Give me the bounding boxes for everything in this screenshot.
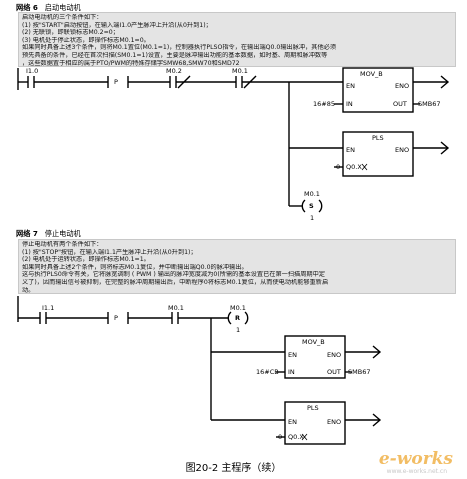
mov-en: EN (346, 82, 355, 90)
network7-header: 网络 7 停止电动机 (16, 229, 81, 239)
contact-m0-1: M0.1 (232, 67, 248, 75)
contact-m0-2: M0.2 (166, 67, 182, 75)
comment-line: 预先具备的条件，已经在首次扫描(SM0.1=1)设置，主要是脉冲输出功能的基本数… (22, 51, 328, 59)
coil-s-count: 1 (310, 214, 315, 222)
comment-line: (1) 按"START"启动按钮，在输入端I1.0产生脉冲上升沿(从0升到1)； (22, 21, 212, 29)
mov-in: IN (346, 100, 353, 108)
pls-q-2: Q0.X (288, 433, 304, 441)
comment-line: 义了)，因而输出信号被抑制，在完整的脉冲周期输出后，中断程序0将标志M0.1复位… (22, 278, 329, 286)
comment-line: (1) 按"STOP"按钮，在输入端I1.1产生脉冲上升沿(从0升到1)； (22, 248, 197, 256)
coil-r-type: R (235, 314, 241, 322)
comment-line: ，这些数据置于相应的属于PTO/PWM的特殊存储字SMW68,SMW70和SMD… (22, 59, 240, 67)
pls-box-name-2: PLS (307, 404, 319, 412)
contact-p-edge: P (114, 78, 118, 86)
e-works-watermark: e-works (378, 449, 453, 469)
network6-title: 启动电动机 (44, 3, 81, 12)
comment-line: 动。 (22, 286, 35, 294)
network6-label: 网络 6 (16, 3, 38, 12)
mov-in-value: 16#85 (313, 100, 335, 108)
coil-s-type: S (309, 202, 314, 210)
pls-en-2: EN (288, 418, 297, 426)
mov-in-2: IN (288, 368, 295, 376)
contact-p-edge-2: P (114, 314, 118, 322)
mov-out-2: OUT (327, 368, 341, 376)
pls-en: EN (346, 146, 355, 154)
coil-s-address: M0.1 (304, 190, 320, 198)
comment-line: (2) 电机处于运转状态，即操作标志M0.1=1。 (22, 256, 150, 264)
contact-i1-1: I1.1 (42, 304, 55, 312)
watermark-url: www.e-works.net.cn (386, 468, 447, 475)
mov-eno-2: ENO (327, 351, 342, 359)
pls-q-value: 0 (336, 163, 341, 171)
comment-line: (2) 无联锁，即联锁标志M0.2=0； (22, 29, 119, 37)
pls-eno-2: ENO (327, 418, 342, 426)
network6-comment: 启动电动机的三个条件如下： (1) 按"START"启动按钮，在输入端I1.0产… (18, 12, 456, 67)
mov-out-value-2: SMB67 (348, 368, 371, 376)
mov-box-name: MOV_B (360, 70, 383, 78)
contact-i1-0: I1.0 (26, 67, 39, 75)
comment-line: 停止电动机有两个条件如下： (22, 241, 103, 248)
network6-header: 网络 6 启动电动机 (16, 3, 81, 13)
network7-comment: 停止电动机有两个条件如下： (1) 按"STOP"按钮，在输入端I1.1产生脉冲… (18, 239, 456, 294)
network7-label: 网络 7 (16, 229, 38, 238)
mov-box-name-2: MOV_B (302, 338, 325, 346)
mov-out-value: SMB67 (418, 100, 441, 108)
network7-title: 停止电动机 (44, 229, 81, 238)
coil-r-address: M0.1 (230, 304, 246, 312)
pls-eno: ENO (395, 146, 410, 154)
contact-m0-1-b: M0.1 (168, 304, 184, 312)
comment-line: 这与执行PLS0命令有关，它将脉宽调制 ( PWM ) 输出的脉冲宽度减为0(所… (22, 271, 325, 279)
comment-line: (3) 电机处于停止状态，即操作标志M0.1=0。 (22, 36, 150, 44)
pls-q: Q0.X (346, 163, 362, 171)
mov-en-2: EN (288, 351, 297, 359)
comment-line: 如果同时具备上述3个条件，则将M0.1置位(M0.1=1)，控制器执行PLSO指… (22, 44, 337, 52)
comment-line: 如果同时具备上述2个条件，则将标志M0.1复位，并中断输出端Q0.0的脉冲输出。 (22, 263, 248, 271)
coil-r-count: 1 (236, 326, 241, 334)
pls-q-value-2: 0 (278, 433, 283, 441)
mov-in-value-2: 16#CB (256, 368, 279, 376)
comment-line: 启动电动机的三个条件如下： (22, 14, 103, 21)
mov-eno: ENO (395, 82, 410, 90)
figure-caption: 图20-2 主程序（续） (185, 463, 282, 474)
pls-box-name: PLS (372, 134, 384, 142)
mov-out: OUT (393, 100, 407, 108)
